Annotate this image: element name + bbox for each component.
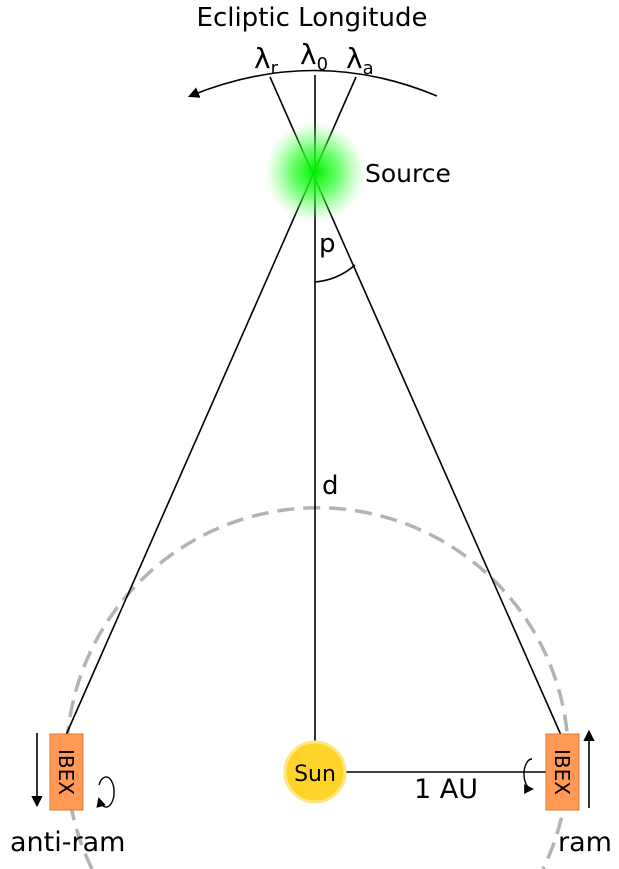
ibex-ram-label: IBEX	[550, 749, 574, 795]
sun-label: Sun	[294, 762, 336, 787]
lambda-0-label: λ0	[300, 38, 328, 75]
ram-spin-arrow	[523, 758, 534, 794]
lambda-r-label: λr	[254, 42, 279, 79]
earth-orbit	[64, 506, 571, 869]
ibex-ram-box	[545, 733, 580, 811]
ram-label: ram	[558, 827, 612, 858]
ibex-anti-ram-box	[49, 733, 84, 811]
ibex-anti-ram-label: IBEX	[54, 749, 78, 795]
parallax-angle-arc	[314, 264, 356, 283]
anti-ram-spin-arrow	[96, 776, 115, 808]
au-label: 1 AU	[414, 774, 478, 805]
angle-label: p	[319, 229, 336, 259]
title: Ecliptic Longitude	[197, 3, 428, 33]
source-label: Source	[365, 159, 451, 188]
distance-label: d	[322, 471, 339, 501]
ecliptic-longitude-arc	[187, 69, 438, 98]
source-glow	[265, 122, 365, 222]
anti-ram-label: anti-ram	[10, 827, 125, 858]
sun	[283, 740, 347, 804]
lambda-a-label: λa	[346, 42, 374, 79]
